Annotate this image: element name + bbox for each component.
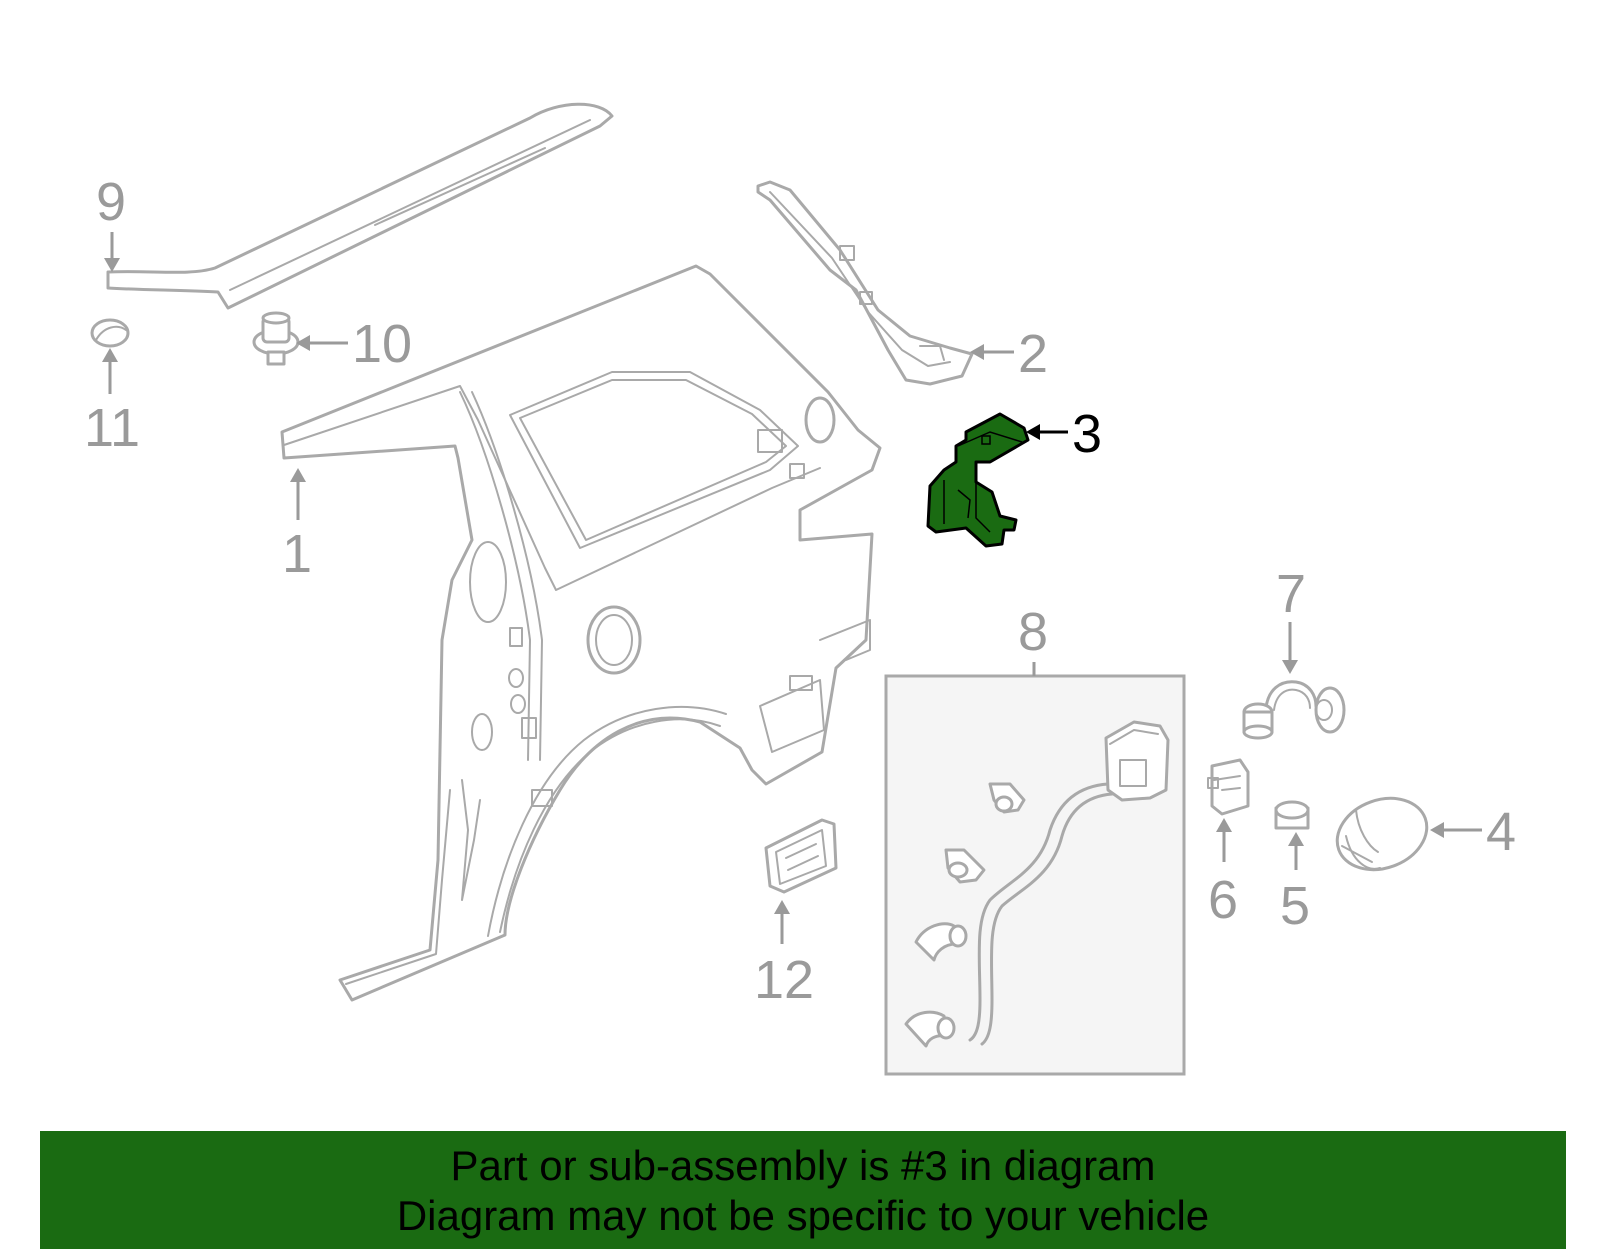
callout-6: 6 — [1208, 870, 1238, 930]
part-9-roof-rail[interactable] — [106, 102, 614, 310]
callout-arrows — [102, 232, 1482, 944]
callout-11: 11 — [84, 398, 140, 458]
callout-3-highlighted: 3 — [1072, 404, 1102, 464]
callout-5: 5 — [1280, 876, 1310, 936]
part-8-inset-box[interactable] — [884, 674, 1186, 1076]
part-3-bracket-highlighted[interactable] — [926, 412, 1030, 548]
callout-2: 2 — [1018, 324, 1048, 384]
info-banner: Part or sub-assembly is #3 in diagram Di… — [40, 1131, 1566, 1249]
part-12-filler-pocket[interactable] — [764, 818, 838, 894]
part-7-tether[interactable] — [1242, 680, 1346, 740]
part-4-fuel-door[interactable] — [1327, 786, 1437, 881]
part-5-plug[interactable] — [1274, 800, 1310, 830]
banner-line-2: Diagram may not be specific to your vehi… — [396, 1192, 1210, 1239]
callout-4: 4 — [1486, 802, 1516, 862]
callout-1: 1 — [282, 524, 312, 584]
callout-8: 8 — [1018, 602, 1048, 662]
banner-line-1: Part or sub-assembly is #3 in diagram — [450, 1142, 1156, 1189]
callout-10: 10 — [352, 314, 412, 374]
part-11-grommet[interactable] — [90, 318, 130, 348]
part-6-lock-housing[interactable] — [1207, 758, 1250, 816]
part-1-quarter-panel[interactable] — [280, 264, 882, 1002]
callout-12: 12 — [754, 950, 814, 1010]
callout-7: 7 — [1276, 564, 1306, 624]
callout-labels: 9 10 11 1 2 3 8 7 6 5 4 12 — [84, 172, 1516, 1010]
part-2-pillar-reinforcement[interactable] — [756, 180, 974, 386]
part-10-clip[interactable] — [252, 311, 300, 366]
callout-9: 9 — [96, 172, 126, 232]
